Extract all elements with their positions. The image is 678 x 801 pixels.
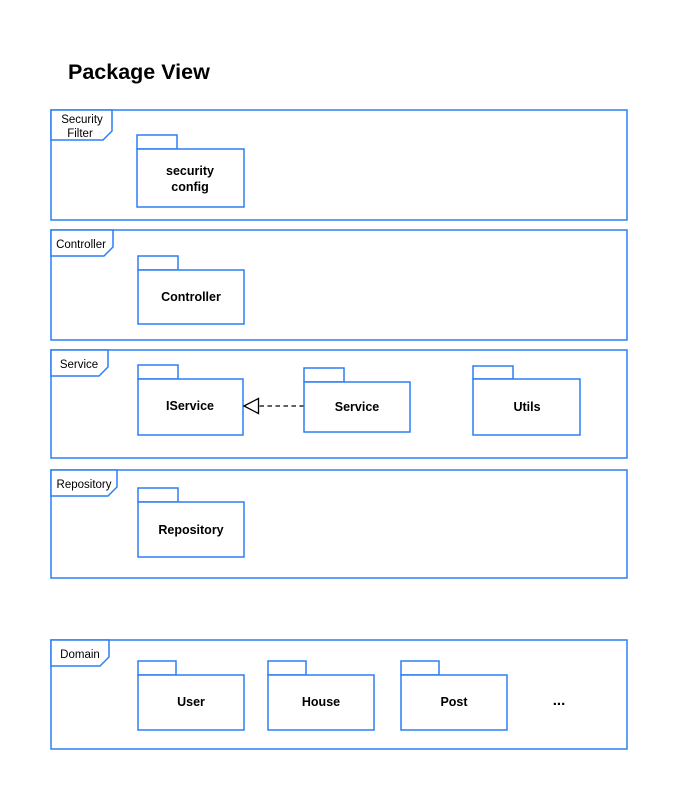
package-iservice-body: [137, 378, 244, 436]
group-domain: Domain User House Post ...: [50, 639, 628, 750]
package-service-label: Service: [335, 400, 380, 414]
package-post-body: [400, 674, 508, 731]
package-house: House: [267, 660, 375, 731]
package-security-config: security config: [136, 134, 245, 208]
package-repository-folder-tab: [137, 487, 179, 503]
package-security-config-label-line2: config: [171, 180, 209, 194]
package-house-body: [267, 674, 375, 731]
package-user-folder-tab: [137, 660, 177, 676]
group-controller-label: Controller: [56, 239, 106, 251]
group-repository-tab: [50, 469, 118, 497]
group-security-filter-tab: [50, 109, 113, 141]
package-user-body: [137, 674, 245, 731]
group-domain-tab: [50, 639, 110, 667]
more-packages-ellipsis: ...: [553, 692, 566, 709]
package-user: User: [137, 660, 245, 731]
package-service-folder-tab: [303, 367, 345, 383]
group-repository-label: Repository: [57, 479, 112, 491]
package-controller-body: [137, 269, 245, 325]
package-post: Post: [400, 660, 508, 731]
package-utils-label: Utils: [513, 400, 540, 414]
package-controller-folder-tab: [137, 255, 179, 271]
group-security-filter-label-line2: Filter: [67, 128, 93, 140]
package-post-folder-tab: [400, 660, 440, 676]
package-iservice: IService: [137, 364, 244, 436]
package-security-config-body: [136, 148, 245, 208]
package-house-folder-tab: [267, 660, 307, 676]
package-post-label: Post: [440, 695, 468, 709]
package-service: Service: [303, 367, 411, 433]
package-service-body: [303, 381, 411, 433]
package-iservice-folder-tab: [137, 364, 179, 380]
relation-service-realizes-iservice: [242, 397, 304, 415]
package-house-label: House: [302, 695, 340, 709]
package-utils: Utils: [472, 365, 581, 436]
package-controller: Controller: [137, 255, 245, 325]
group-controller: Controller Controller: [50, 229, 628, 341]
package-security-config-label-line1: security: [166, 164, 214, 178]
package-utils-body: [472, 378, 581, 436]
group-service-tab: [50, 349, 109, 377]
package-repository: Repository: [137, 487, 245, 558]
group-security-filter-label-line1: Security: [61, 114, 103, 126]
package-repository-body: [137, 501, 245, 558]
package-repository-label: Repository: [158, 523, 223, 537]
package-iservice-label: IService: [166, 399, 214, 413]
group-service: Service IService Service Utils: [50, 349, 628, 459]
group-controller-tab: [50, 229, 114, 257]
group-repository: Repository Repository: [50, 469, 628, 579]
package-user-label: User: [177, 695, 205, 709]
hollow-triangle-arrowhead-icon: [242, 397, 260, 415]
group-service-label: Service: [60, 359, 98, 371]
group-security-filter: Security Filter security config: [50, 109, 628, 221]
group-domain-label: Domain: [60, 649, 100, 661]
page-title: Package View: [68, 60, 210, 84]
package-security-config-folder-tab: [136, 134, 178, 150]
package-controller-label: Controller: [161, 290, 221, 304]
package-utils-folder-tab: [472, 365, 514, 380]
